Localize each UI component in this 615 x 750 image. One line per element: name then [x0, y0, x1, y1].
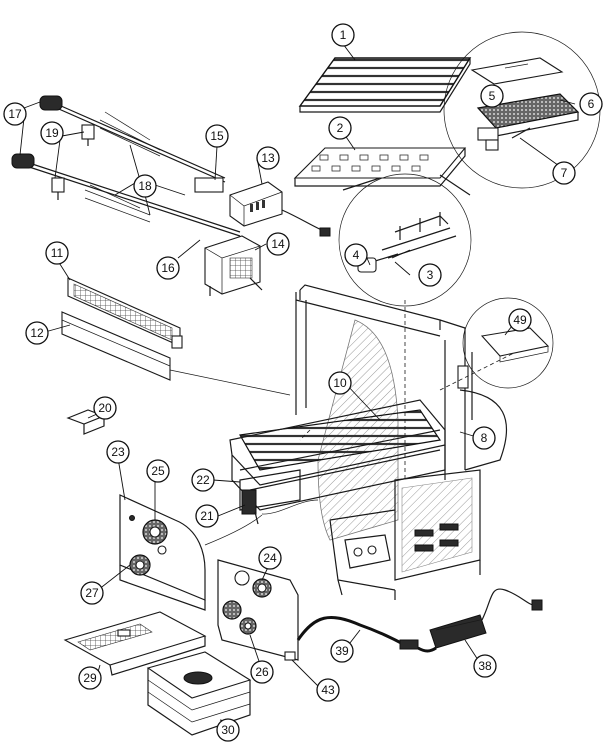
svg-text:12: 12 [30, 326, 44, 340]
callout-18: 18 [133, 174, 157, 198]
callout-17: 17 [3, 102, 27, 126]
callout-8: 8 [472, 426, 496, 450]
svg-text:1: 1 [340, 28, 347, 42]
svg-text:30: 30 [221, 723, 235, 737]
svg-text:26: 26 [255, 665, 269, 679]
svg-text:24: 24 [263, 551, 277, 565]
svg-text:49: 49 [513, 313, 527, 327]
svg-text:15: 15 [210, 129, 224, 143]
grease-tray [63, 611, 207, 676]
stacked-cover [146, 651, 252, 736]
svg-text:21: 21 [200, 509, 214, 523]
svg-text:13: 13 [261, 151, 275, 165]
callout-11: 11 [45, 241, 69, 265]
callout-23: 23 [106, 440, 130, 464]
svg-text:27: 27 [85, 586, 99, 600]
rotisserie-motor [229, 181, 331, 237]
callout-15: 15 [205, 124, 229, 148]
leader-lines [19, 43, 576, 723]
callout-7: 7 [552, 161, 576, 185]
callout-20: 20 [93, 396, 117, 420]
svg-text:19: 19 [45, 126, 59, 140]
svg-text:20: 20 [98, 401, 112, 415]
svg-text:4: 4 [353, 248, 360, 262]
callout-26: 26 [250, 660, 274, 684]
callout-25: 25 [146, 459, 170, 483]
vent-panel [67, 277, 183, 349]
callout-38: 38 [473, 654, 497, 678]
svg-text:16: 16 [161, 261, 175, 275]
svg-text:38: 38 [478, 659, 492, 673]
svg-text:11: 11 [51, 246, 64, 260]
callout-10: 10 [328, 371, 352, 395]
callout-5: 5 [480, 84, 504, 108]
callout-21: 21 [195, 504, 219, 528]
svg-text:8: 8 [481, 431, 488, 445]
svg-text:43: 43 [321, 683, 335, 697]
callout-43: 43 [316, 678, 340, 702]
svg-text:39: 39 [335, 644, 349, 658]
trim-strip [61, 311, 171, 381]
svg-text:2: 2 [337, 121, 344, 135]
callout-6: 6 [579, 92, 603, 116]
svg-text:29: 29 [83, 671, 97, 685]
callout-22: 22 [191, 468, 215, 492]
svg-text:3: 3 [427, 268, 434, 282]
svg-text:5: 5 [489, 89, 496, 103]
svg-text:22: 22 [196, 473, 210, 487]
side-control-panel [119, 494, 263, 611]
callout-14: 14 [266, 232, 290, 256]
heat-plate [293, 147, 467, 187]
callout-39: 39 [330, 639, 354, 663]
callout-13: 13 [256, 146, 280, 170]
callout-27: 27 [80, 581, 104, 605]
cooking-grate [298, 57, 472, 113]
callout-2: 2 [328, 116, 352, 140]
callout-16: 16 [156, 256, 180, 280]
infrared-burner-detail [443, 31, 601, 189]
svg-text:17: 17 [8, 107, 22, 121]
burner-detail [338, 173, 472, 307]
callout-24: 24 [258, 546, 282, 570]
grill-body [169, 284, 521, 600]
power-adapter [296, 588, 543, 653]
motor-bracket [204, 235, 263, 296]
callout-19: 19 [40, 121, 64, 145]
svg-text:14: 14 [271, 237, 285, 251]
drip-tray-detail [462, 297, 554, 389]
svg-text:10: 10 [333, 376, 347, 390]
rotisserie-assembly [11, 95, 241, 237]
svg-text:6: 6 [588, 97, 595, 111]
callout-30: 30 [216, 718, 240, 742]
callout-29: 29 [78, 666, 102, 690]
callout-1: 1 [331, 23, 355, 47]
svg-text:23: 23 [111, 445, 125, 459]
svg-text:25: 25 [151, 464, 165, 478]
front-control-panel [217, 559, 299, 661]
callout-3: 3 [418, 263, 442, 287]
callout-4: 4 [344, 243, 368, 267]
svg-text:7: 7 [561, 166, 568, 180]
svg-text:18: 18 [138, 179, 152, 193]
callout-49: 49 [508, 308, 532, 332]
callout-12: 12 [25, 321, 49, 345]
